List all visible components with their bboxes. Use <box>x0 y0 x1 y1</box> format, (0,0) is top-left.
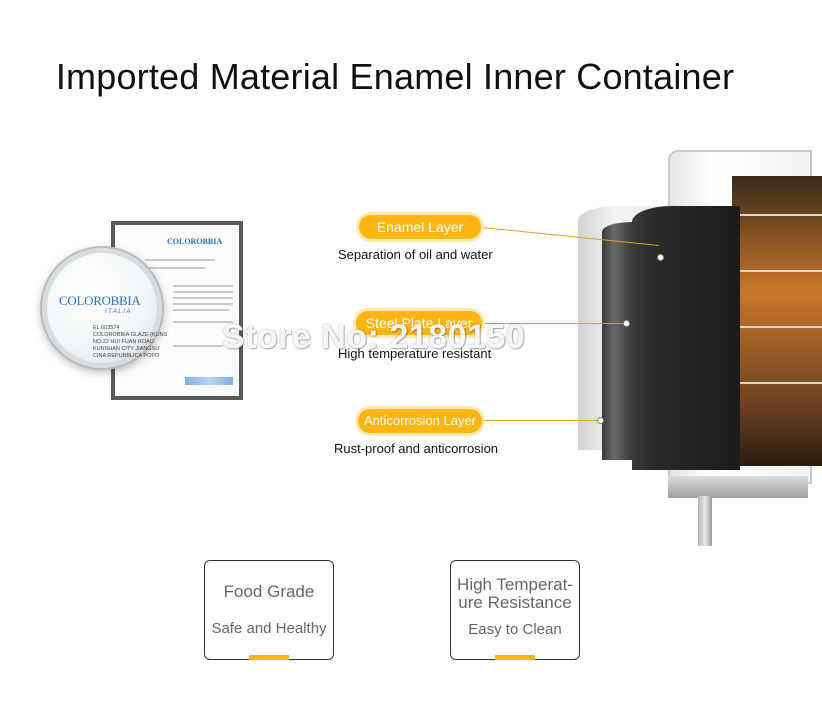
steel-plate-layer-description: High temperature resistant <box>338 346 492 361</box>
certificate-image: COLOROBBIA <box>111 221 243 400</box>
magnifier-lens: COLOROBBIA ITALIA EL 603574 COLOROBBIA G… <box>42 248 167 368</box>
feature-card-high-temperature: High Temperat- ure Resistance Easy to Cl… <box>450 560 580 660</box>
anticorrosion-layer-description: Rust-proof and anticorrosion <box>334 441 499 456</box>
feature-card-food-grade: Food Grade Safe and Healthy <box>204 560 334 660</box>
certificate-stamp <box>185 377 233 385</box>
enamel-layer-description: Separation of oil and water <box>338 247 493 262</box>
feature-title: Food Grade <box>223 582 315 601</box>
feature-accent-bar <box>249 655 289 660</box>
store-watermark: Store No: 2180150 <box>222 318 526 356</box>
enamel-layer-label: Enamel Layer <box>359 215 481 239</box>
oven-leg <box>698 496 712 546</box>
steel-plate-layer-label: Steel Plate Layer <box>356 311 482 335</box>
oven-window <box>732 176 822 466</box>
lens-text: EL 603574 COLOROBBIA GLAZE (KUNS NO.22 H… <box>93 325 168 359</box>
anticorrosion-layer-label: Anticorrosion Layer <box>358 409 482 433</box>
anticorrosion-pointer <box>482 420 600 421</box>
anticorrosion-dot <box>598 418 603 423</box>
lens-subtitle: ITALIA <box>105 309 132 315</box>
lens-logo: COLOROBBIA <box>59 293 141 308</box>
feature-subtitle: Safe and Healthy <box>211 620 327 637</box>
steel-dot <box>624 321 629 326</box>
certificate-logo: COLOROBBIA <box>167 237 223 246</box>
feature-accent-bar <box>495 655 535 660</box>
steel-pointer <box>482 323 626 324</box>
enamel-dot <box>658 255 663 260</box>
feature-subtitle: Easy to Clean <box>468 621 562 638</box>
page-title: Imported Material Enamel Inner Container <box>55 56 735 97</box>
enamel-sheet <box>632 206 740 470</box>
oven-base <box>668 476 808 498</box>
feature-title: High Temperat- ure Resistance <box>457 575 573 612</box>
